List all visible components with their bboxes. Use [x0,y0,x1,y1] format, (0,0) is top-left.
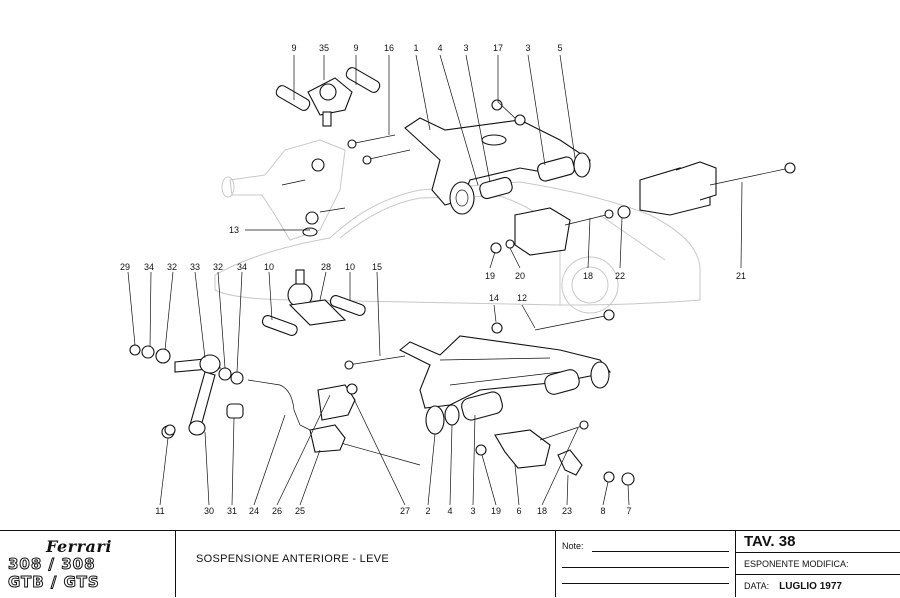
ferrari-logo-cell: Ferrari 308 / 308 GTB / GTS [0,531,176,597]
callout-8: 8 [600,506,605,516]
modification-index: ESPONENTE MODIFICA: [736,553,900,575]
callout-24: 24 [249,506,259,516]
callout-32: 32 [167,262,177,272]
callout-9: 9 [291,43,296,53]
callout-33: 33 [190,262,200,272]
callout-10: 10 [345,262,355,272]
upper-wishbone [404,117,592,215]
callout-1: 1 [413,43,418,53]
exploded-parts-diagram: 9 35 9 16 1 4 3 17 3 5 13 29 34 32 33 32… [120,43,796,516]
callout-34: 34 [144,262,154,272]
callout-10: 10 [264,262,274,272]
plate-number: TAV. 38 [736,531,900,553]
callout-19: 19 [491,506,501,516]
leader-lines [127,54,743,506]
notes-line [562,567,729,568]
callout-labels: 9 35 9 16 1 4 3 17 3 5 13 29 34 32 33 32… [120,43,746,516]
callout-16: 16 [384,43,394,53]
callout-3: 3 [525,43,530,53]
notes-line [592,551,729,552]
callout-12: 12 [517,293,527,303]
notes-label: Note: [562,541,584,551]
nut-14 [491,322,503,334]
callout-20: 20 [515,271,525,281]
callout-15: 15 [372,262,382,272]
ferrari-wordmark: Ferrari [46,537,112,556]
callout-26: 26 [272,506,282,516]
callout-11: 11 [155,506,164,516]
lower-ball-joint-group [261,269,366,336]
notes-cell: Note: [556,531,736,597]
callout-5: 5 [557,43,562,53]
callout-17: 17 [493,43,503,53]
callout-3: 3 [463,43,468,53]
callout-2: 2 [425,506,430,516]
notes-line [562,583,729,584]
callout-29: 29 [120,262,130,272]
callout-22: 22 [615,271,625,281]
callout-9: 9 [353,43,358,53]
callout-21: 21 [736,271,746,281]
stabilizer-bar-and-links [129,344,421,466]
bolts-16 [347,134,411,165]
callout-7: 7 [626,506,631,516]
bracket-bushing-18 [490,205,631,256]
callout-14: 14 [489,293,499,303]
upper-ball-joint-group [275,67,381,127]
date-row: DATA: LUGLIO 1977 [736,575,900,598]
callout-30: 30 [204,506,214,516]
date-value: LUGLIO 1977 [779,581,842,592]
callout-19: 19 [485,271,495,281]
callout-34: 34 [237,262,247,272]
callout-27: 27 [400,506,410,516]
description-cell: SOSPENSIONE ANTERIORE - LEVE [176,531,556,597]
callout-6: 6 [516,506,521,516]
callout-3: 3 [470,506,475,516]
callout-13: 13 [229,225,239,235]
plate-description: SOSPENSIONE ANTERIORE - LEVE [196,553,390,565]
bolt-15-head [344,360,354,370]
callout-4: 4 [447,506,452,516]
steering-knuckle [221,139,346,241]
callout-31: 31 [227,506,237,516]
callout-25: 25 [295,506,305,516]
callout-35: 35 [319,43,329,53]
plate-info-cell: TAV. 38 ESPONENTE MODIFICA: DATA: LUGLIO … [736,531,900,597]
callout-28: 28 [321,262,331,272]
bolt-15 [347,355,406,366]
title-block: Ferrari 308 / 308 GTB / GTS SOSPENSIONE … [0,530,900,597]
callout-4: 4 [437,43,442,53]
bolt-12-head [603,309,615,321]
bracket-6-23 [494,420,635,486]
callout-18: 18 [583,271,593,281]
bushing-brackets-21 [639,161,796,216]
model-numbers: 308 / 308 [8,555,96,574]
nut-17a [491,99,503,111]
callout-23: 23 [562,506,572,516]
callout-32: 32 [213,262,223,272]
bolt-12 [534,314,611,331]
callout-18: 18 [537,506,547,516]
nut-17b [514,114,526,126]
lower-wishbone [398,335,612,456]
model-variants: GTB / GTS [8,573,100,592]
date-label: DATA: [744,581,770,591]
